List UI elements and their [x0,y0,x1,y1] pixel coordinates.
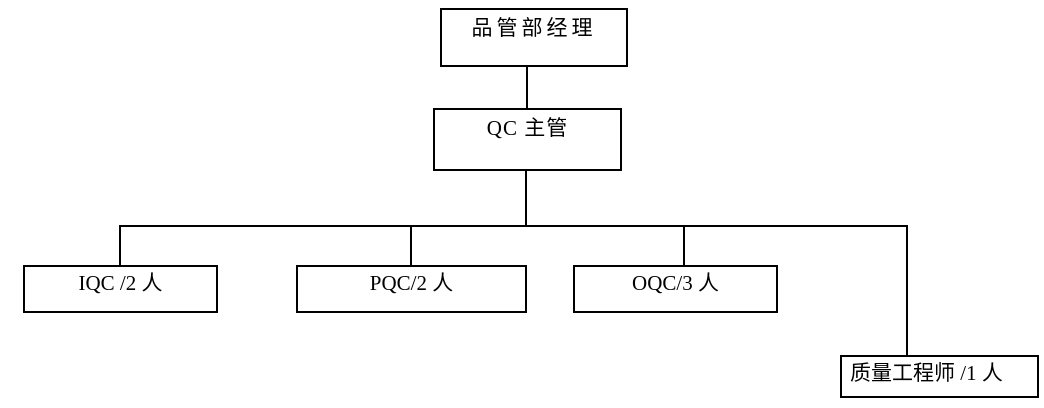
org-node-manager: 品管部经理 [440,8,628,67]
connector-horizontal-bus [119,225,908,227]
org-node-iqc: IQC /2 人 [23,265,218,313]
org-node-oqc: OQC/3 人 [573,265,778,313]
connector-bus-to-quality-engineer [906,225,908,355]
org-node-qc-supervisor: QC 主管 [433,108,622,171]
connector-manager-to-supervisor [526,67,528,108]
connector-bus-to-iqc [119,225,121,265]
connector-bus-to-oqc [683,225,685,265]
connector-bus-to-pqc [410,225,412,265]
org-node-quality-engineer: 质量工程师 /1 人 [840,355,1039,398]
org-node-pqc: PQC/2 人 [296,265,527,313]
connector-supervisor-to-bus [525,171,527,226]
